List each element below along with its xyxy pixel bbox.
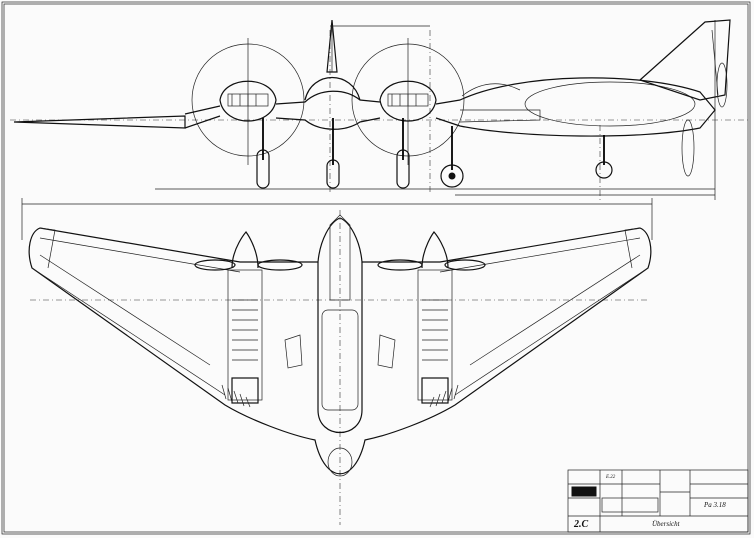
left-hatching [221,384,251,408]
trailing-edge-flaps [31,267,649,396]
rear-cockpit-frame [461,83,521,97]
fuselage-outline [184,77,716,137]
central-pod [317,262,363,433]
left-outer-prop-plan [194,259,236,271]
drawing-code: Pa 3.18 [704,501,726,509]
sheet-inner-border [3,3,749,533]
center-fin [326,19,338,73]
left-nacelle [219,80,277,122]
right-outer-prop-plan [444,259,486,271]
right-main-wheel [396,149,410,189]
nose-boom [13,115,186,129]
left-engine-plan [194,231,303,404]
tail-propeller-lower [681,119,695,177]
right-gear-bay [421,377,449,404]
right-inner-prop-plan [377,259,423,271]
right-inner-panel [377,334,396,369]
wing-tips [39,227,641,269]
tail-wheel [595,161,613,179]
right-nacelle [379,80,437,122]
center-wheel [326,159,340,189]
leading-edge-inner [39,237,641,273]
side-elevation-view [10,19,750,200]
bomb-bay-plan [321,309,359,411]
vertical-tail-fin [638,19,731,101]
rear-fuselage-bay [524,81,696,127]
internal-structure [459,109,541,123]
tail-cone-plan [327,447,353,477]
left-inner-panel [284,334,303,369]
sheet-stamp: 2.C [574,519,589,530]
left-main-wheel [256,149,270,189]
left-gear-bay [231,377,259,404]
side-landing-gear [256,118,613,189]
cockpit-canopy [304,77,361,101]
company-logo-block [571,486,597,497]
title-block [567,469,749,533]
nose-cockpit-plan [329,214,351,301]
plan-view [21,198,653,525]
right-engine-plan [377,231,486,404]
small-code: E.22 [606,475,616,480]
tail-propeller-upper [716,62,728,108]
control-surface-line [39,254,641,366]
nose-wheel [440,164,464,188]
right-hatching [429,384,459,408]
left-inner-prop-plan [257,259,303,271]
flying-wing-outline [28,217,652,475]
drawing-caption: Übersicht [652,520,680,528]
